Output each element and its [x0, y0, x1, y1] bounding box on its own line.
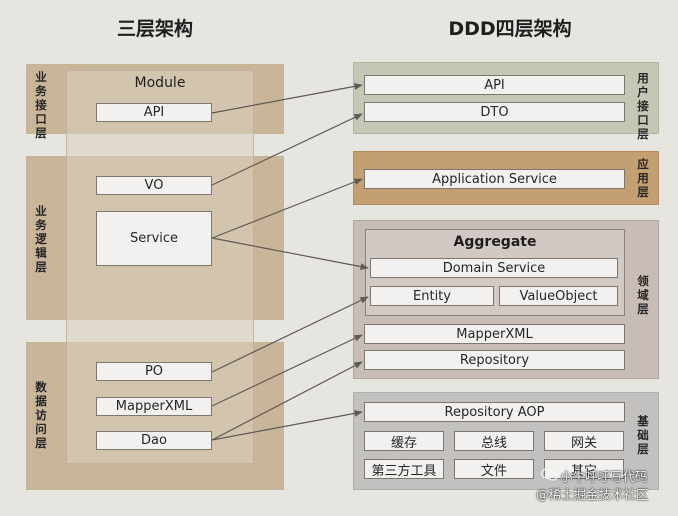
arrow-vo-to-dto	[211, 113, 363, 186]
arrow-api-to-api	[211, 83, 363, 114]
left-layer-label-data: 数据访问层	[35, 380, 47, 450]
aggregate-title: Aggregate	[453, 234, 537, 250]
infra-item-bus: 总线	[454, 431, 534, 451]
infra-item-file: 文件	[454, 459, 534, 479]
right-layer-label-domain: 领域层	[637, 274, 649, 316]
wechat-icon	[541, 468, 558, 481]
left-mapperxml-box: MapperXML	[96, 397, 212, 416]
watermark-community: @稀土掘金技术社区	[536, 487, 649, 502]
right-layer-label-application: 应用层	[637, 157, 649, 199]
right-dto-box: DTO	[364, 102, 625, 122]
left-vo-box: VO	[96, 176, 212, 195]
left-po-box: PO	[96, 362, 212, 381]
right-layer-user-interface	[353, 62, 659, 134]
left-api-box: API	[96, 103, 212, 122]
left-service-box: Service	[96, 211, 212, 266]
module-title: Module	[134, 75, 186, 91]
right-mapperxml-box: MapperXML	[364, 324, 625, 344]
application-service-box: Application Service	[364, 169, 625, 189]
infra-item-other: 其它	[544, 459, 624, 479]
arrow-dao-to-repository	[211, 361, 363, 441]
right-layer-label-infrastructure: 基础层	[637, 414, 649, 456]
repository-box: Repository	[364, 350, 625, 370]
left-title: 三层架构	[116, 18, 193, 40]
arrow-service-to-domain-service	[211, 237, 369, 270]
repository-aop-box: Repository AOP	[364, 402, 625, 422]
infra-item-third-party: 第三方工具	[364, 459, 444, 479]
domain-service-box: Domain Service	[370, 258, 618, 278]
arrow-mapperxml-to-mapperxml	[211, 334, 363, 407]
right-title: DDD四层架构	[448, 18, 572, 40]
left-dao-box: Dao	[96, 431, 212, 450]
right-api-box: API	[364, 75, 625, 95]
arrow-service-to-application-service	[211, 178, 363, 239]
entity-box: Entity	[370, 286, 494, 306]
arrow-dao-to-repository-aop	[211, 410, 363, 441]
left-layer-label-logic: 业务逻辑层	[35, 204, 47, 274]
left-layer-label-interface: 业务接口层	[35, 70, 47, 140]
right-layer-label-user: 用户接口层	[637, 71, 649, 141]
arrow-po-to-entity	[211, 296, 369, 373]
infra-item-gateway: 网关	[544, 431, 624, 451]
value-object-box: ValueObject	[499, 286, 618, 306]
infra-item-cache: 缓存	[364, 431, 444, 451]
watermark-author: 小牛呼呼写代码	[560, 469, 648, 484]
